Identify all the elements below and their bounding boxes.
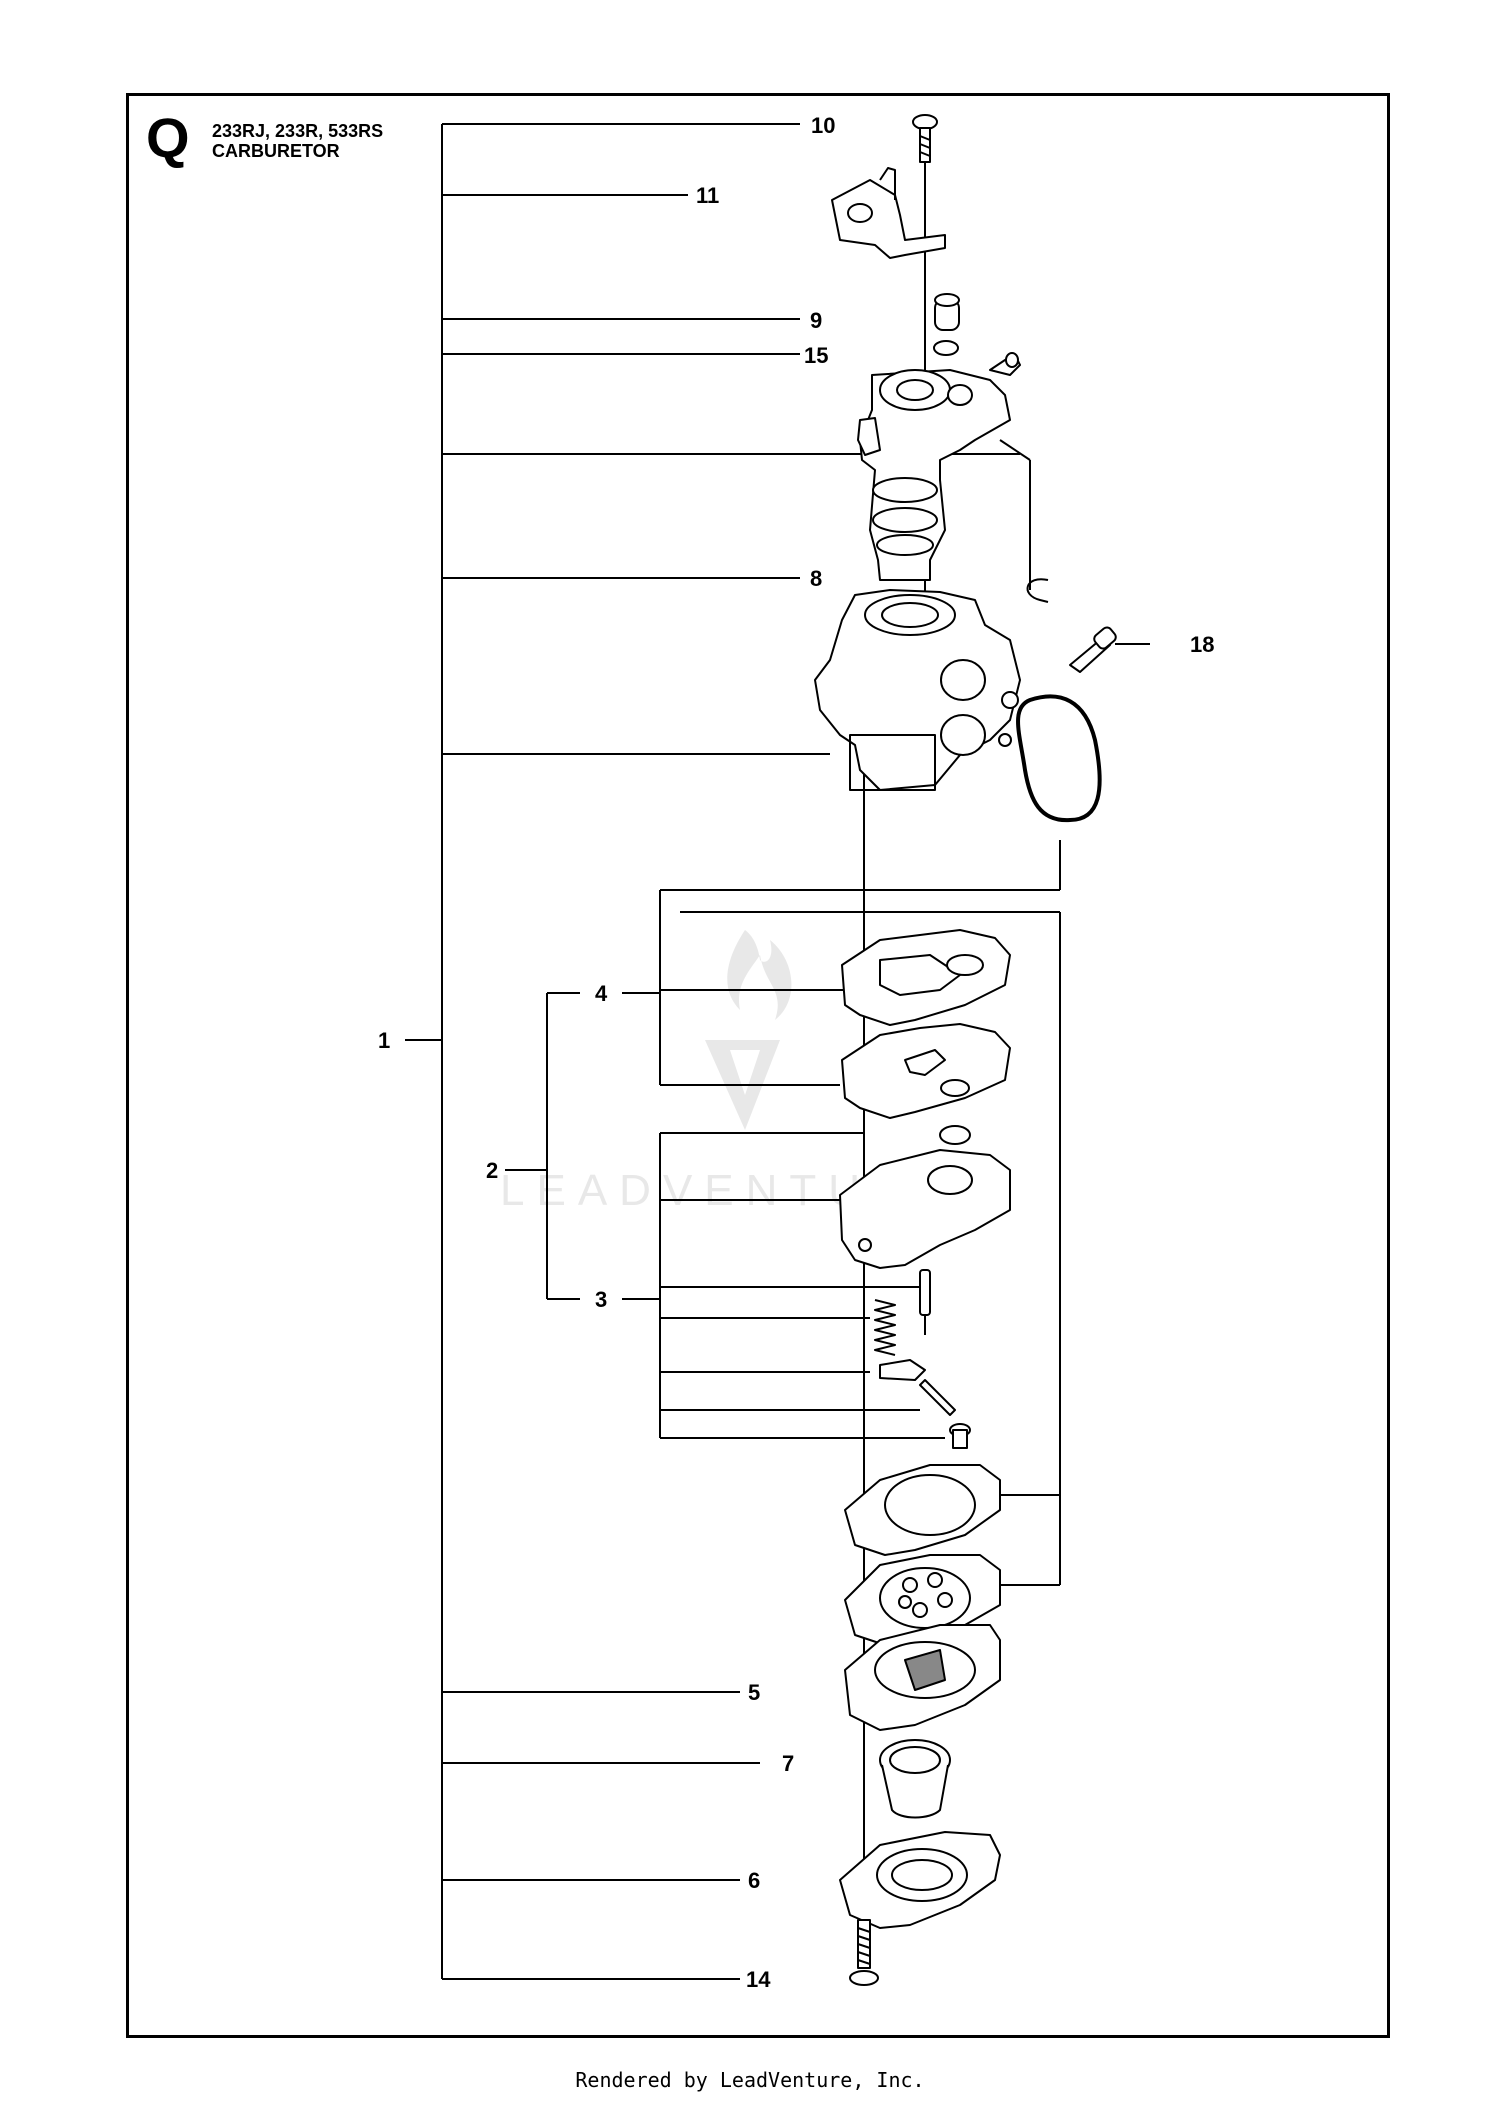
callout-labels: 10 11 9 15 8 18 1 4 2 3 5 7 6 14 (378, 110, 1214, 1993)
callout-5: 5 (748, 1680, 760, 1705)
part-metering-housing (839, 1125, 1011, 1269)
part-gasket-metering (844, 1464, 1001, 1556)
part-cover-5 (844, 1624, 1001, 1731)
callout-1: 1 (378, 1028, 390, 1053)
part-filter-cup-7 (879, 1739, 951, 1819)
diagram-frame (126, 93, 1390, 2038)
callout-9: 9 (810, 308, 822, 333)
part-lever (879, 1359, 926, 1381)
part-screw-10 (912, 114, 938, 163)
callout-8: 8 (810, 566, 822, 591)
part-end-cover-6 (839, 1831, 1001, 1929)
section-letter: Q (146, 106, 190, 169)
callout-10: 10 (811, 113, 835, 138)
part-gasket-loop (1016, 694, 1102, 823)
part-gasket-4b (841, 1023, 1011, 1119)
callout-7: 7 (782, 1751, 794, 1776)
callout-15: 15 (804, 343, 828, 368)
part-screw-18 (1069, 626, 1117, 673)
title-block: 233RJ, 233R, 533RS CARBURETOR (212, 121, 383, 161)
callout-2: 2 (486, 1158, 498, 1183)
callout-6: 6 (748, 1868, 760, 1893)
part-gasket-4a (841, 929, 1011, 1026)
watermark-v-icon (705, 1040, 780, 1130)
leader-lines (405, 123, 1150, 1980)
part-spring (874, 1299, 896, 1356)
callout-4: 4 (595, 981, 608, 1006)
model-list: 233RJ, 233R, 533RS (212, 121, 384, 141)
callout-3: 3 (595, 1287, 607, 1312)
part-screw-14 (849, 1919, 879, 1986)
page-title: CARBURETOR (212, 141, 340, 161)
callout-14: 14 (746, 1967, 771, 1992)
part-needle (919, 1269, 931, 1335)
part-oring-15 (933, 340, 959, 356)
part-pin (919, 1379, 956, 1416)
part-clip-8 (1026, 578, 1049, 603)
part-small-screw (949, 1423, 971, 1449)
footer-credit: Rendered by LeadVenture, Inc. (575, 2068, 925, 2092)
part-carb-body (814, 589, 1021, 791)
part-diaphragm (844, 1554, 1001, 1646)
callout-18: 18 (1190, 632, 1214, 657)
part-throttle-assembly (857, 352, 1021, 581)
parts (814, 114, 1117, 1986)
watermark-flame-icon (727, 930, 792, 1020)
part-screw-9 (934, 293, 960, 331)
part-bracket-11 (831, 167, 946, 259)
callout-11: 11 (696, 183, 719, 208)
